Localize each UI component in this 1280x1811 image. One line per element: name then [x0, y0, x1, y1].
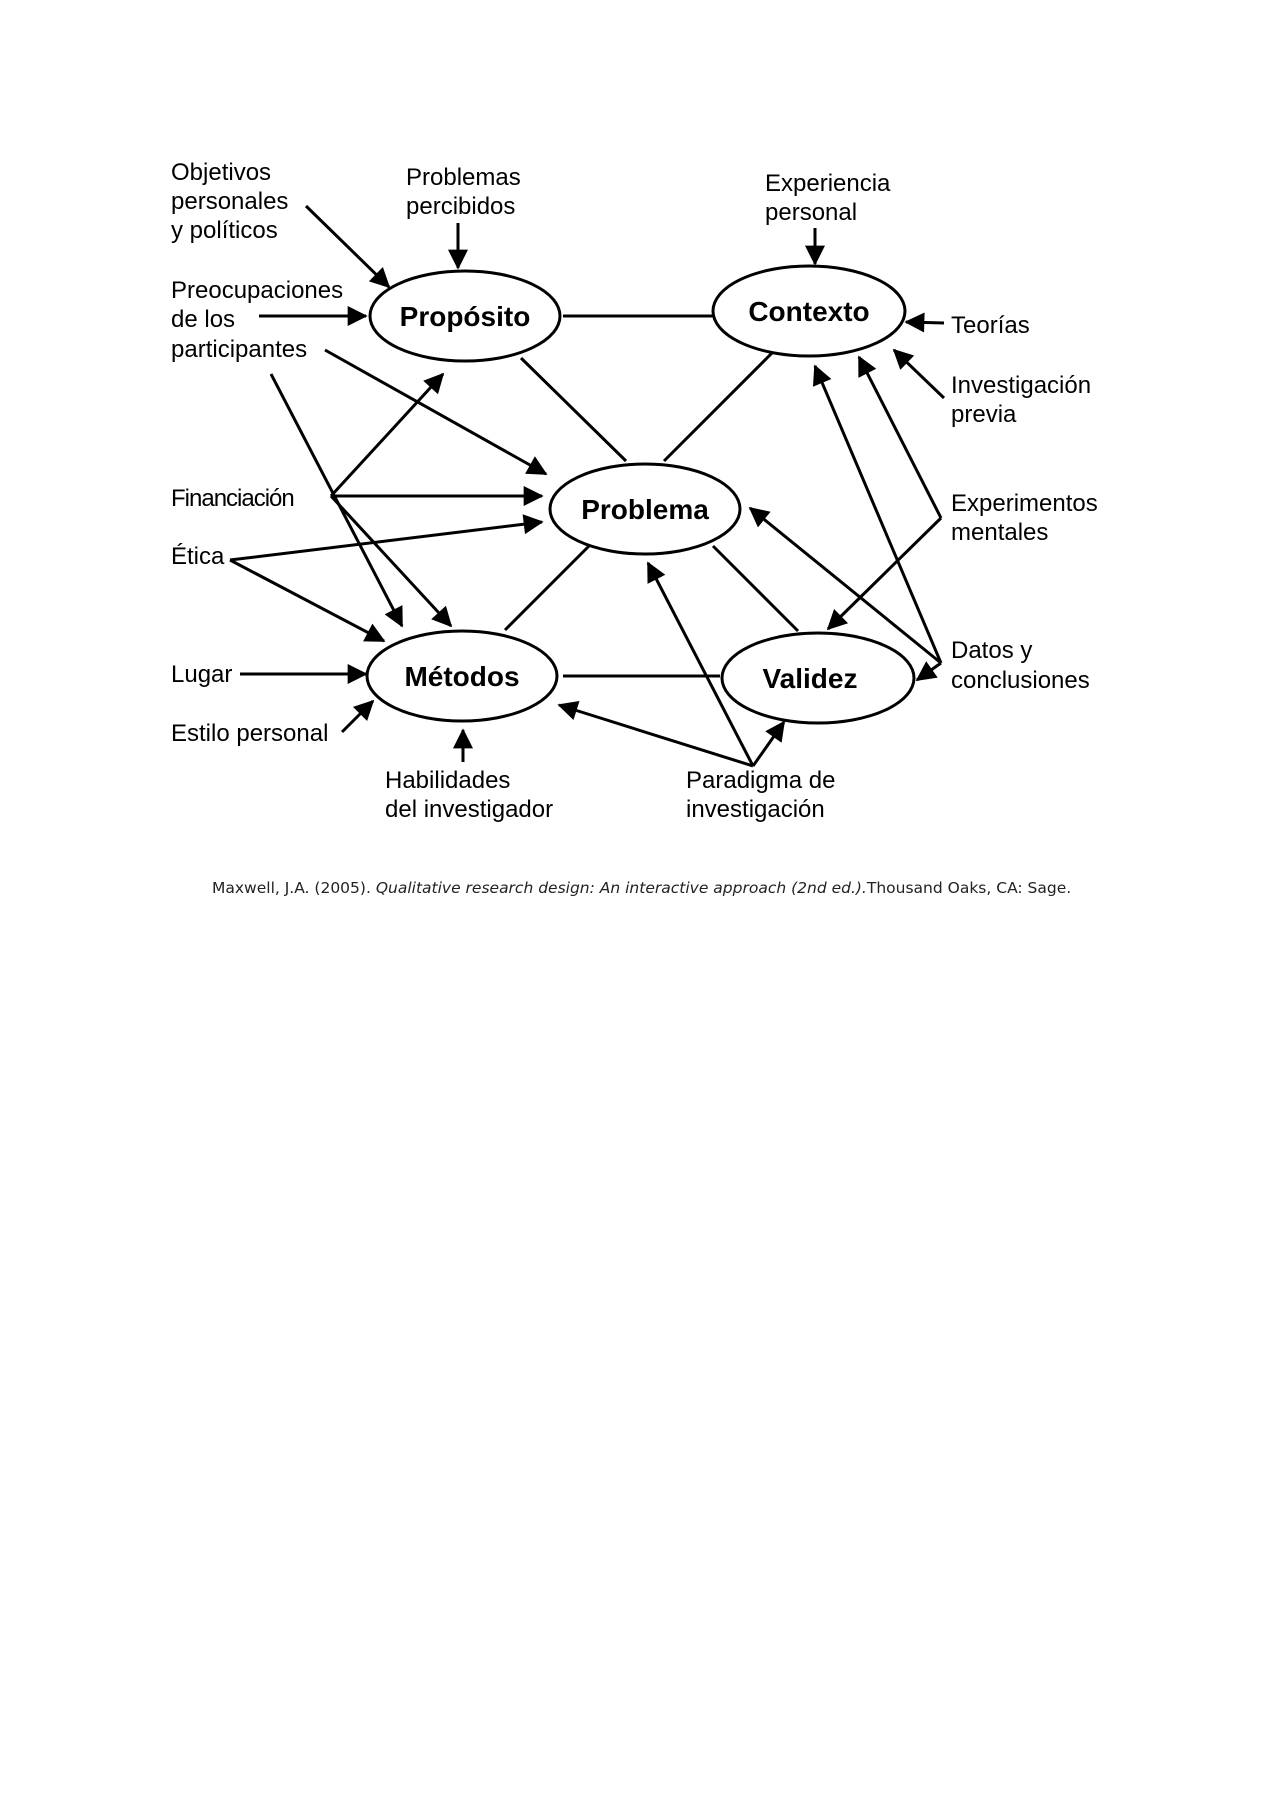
label-preocupaciones-line3: participantes — [171, 336, 307, 363]
node-problema-label: Problema — [581, 494, 709, 525]
arrow-datos-problema — [748, 506, 942, 665]
arrow-investigacion-previa-contexto — [892, 348, 946, 400]
label-paradigma: Paradigma de investigación — [686, 767, 842, 823]
arrow-financiacion-metodos — [329, 494, 453, 628]
label-problemas-line2: percibidos — [406, 193, 515, 220]
label-objetivos-line3: y políticos — [171, 217, 278, 244]
arrow-paradigma-validez — [751, 720, 786, 767]
arrow-estilo-metodos — [340, 699, 375, 734]
label-teorias: Teorías — [951, 312, 1030, 339]
label-objetivos-line1: Objetivos — [171, 159, 271, 186]
label-habilidades-line1: Habilidades — [385, 767, 510, 794]
label-lugar: Lugar — [171, 661, 232, 688]
label-paradigma-line2: investigación — [686, 796, 825, 823]
node-validez: Validez — [720, 631, 916, 725]
edge-problema-validez — [711, 544, 800, 633]
influence-arrows — [229, 204, 946, 768]
label-habilidades: Habilidades del investigador — [385, 767, 553, 823]
edge-proposito-problema — [519, 356, 628, 463]
label-investigacion-line1: Investigación — [951, 372, 1091, 399]
label-financiacion: Financiación — [171, 485, 294, 512]
arrow-datos-validez — [915, 661, 942, 682]
arrow-etica-problema — [229, 514, 544, 562]
node-proposito: Propósito — [368, 269, 562, 363]
label-experiencia-personal: Experiencia personal — [765, 170, 897, 226]
label-investigacion-previa: Investigación previa — [951, 372, 1098, 428]
label-objetivos-line2: personales — [171, 188, 288, 215]
citation-publisher: Thousand Oaks, CA: Sage. — [866, 879, 1071, 897]
label-investigacion-line2: previa — [951, 401, 1017, 428]
edge-problema-metodos — [503, 544, 591, 632]
label-preocupaciones-line1: Preocupaciones — [171, 277, 343, 304]
arrow-preocupaciones-problema — [324, 348, 548, 476]
arrow-etica-metodos — [229, 558, 386, 643]
label-datos-line1: Datos y — [951, 637, 1032, 664]
label-preocupaciones: Preocupaciones de los participantes — [171, 277, 350, 363]
label-experiencia-line1: Experiencia — [765, 170, 891, 197]
arrow-paradigma-metodos — [557, 700, 754, 768]
node-validez-label: Validez — [763, 663, 858, 694]
label-preocupaciones-line2: de los — [171, 306, 235, 333]
label-datos-conclusiones: Datos y conclusiones — [951, 637, 1090, 694]
arrow-financiacion-proposito — [329, 372, 445, 498]
arrow-experimentos-contexto — [857, 355, 943, 519]
node-problema: Problema — [548, 462, 742, 556]
label-experimentos-mentales: Experimentos mentales — [951, 490, 1104, 546]
node-contexto-label: Contexto — [748, 296, 869, 327]
citation: Maxwell, J.A. (2005). Qualitative resear… — [212, 879, 1071, 897]
label-estilo-personal: Estilo personal — [171, 720, 328, 747]
label-experimentos-line2: mentales — [951, 519, 1048, 546]
label-problemas-percibidos: Problemas percibidos — [406, 164, 527, 220]
label-paradigma-line1: Paradigma de — [686, 767, 835, 794]
label-problemas-line1: Problemas — [406, 164, 521, 191]
label-habilidades-line2: del investigador — [385, 796, 553, 823]
arrow-teorias-contexto — [904, 312, 945, 333]
label-etica: Ética — [171, 543, 225, 570]
label-objetivos: Objetivos personales y políticos — [171, 159, 295, 244]
node-metodos: Métodos — [365, 629, 559, 723]
arrow-experimentos-validez — [826, 516, 943, 631]
arrow-datos-contexto — [812, 364, 943, 664]
influence-labels: Objetivos personales y políticos Problem… — [171, 159, 1104, 823]
arrow-objetivos-proposito — [304, 204, 391, 289]
node-metodos-label: Métodos — [404, 661, 519, 692]
label-experiencia-line2: personal — [765, 199, 857, 226]
citation-authors: Maxwell, J.A. (2005). — [212, 879, 376, 897]
citation-title: Qualitative research design: An interact… — [376, 879, 867, 897]
arrow-paradigma-problema — [646, 561, 755, 767]
node-proposito-label: Propósito — [400, 301, 531, 332]
label-experimentos-line1: Experimentos — [951, 490, 1098, 517]
core-connections — [503, 314, 800, 678]
node-contexto: Contexto — [711, 264, 907, 358]
label-datos-line2: conclusiones — [951, 667, 1090, 694]
edge-contexto-problema — [662, 350, 775, 463]
